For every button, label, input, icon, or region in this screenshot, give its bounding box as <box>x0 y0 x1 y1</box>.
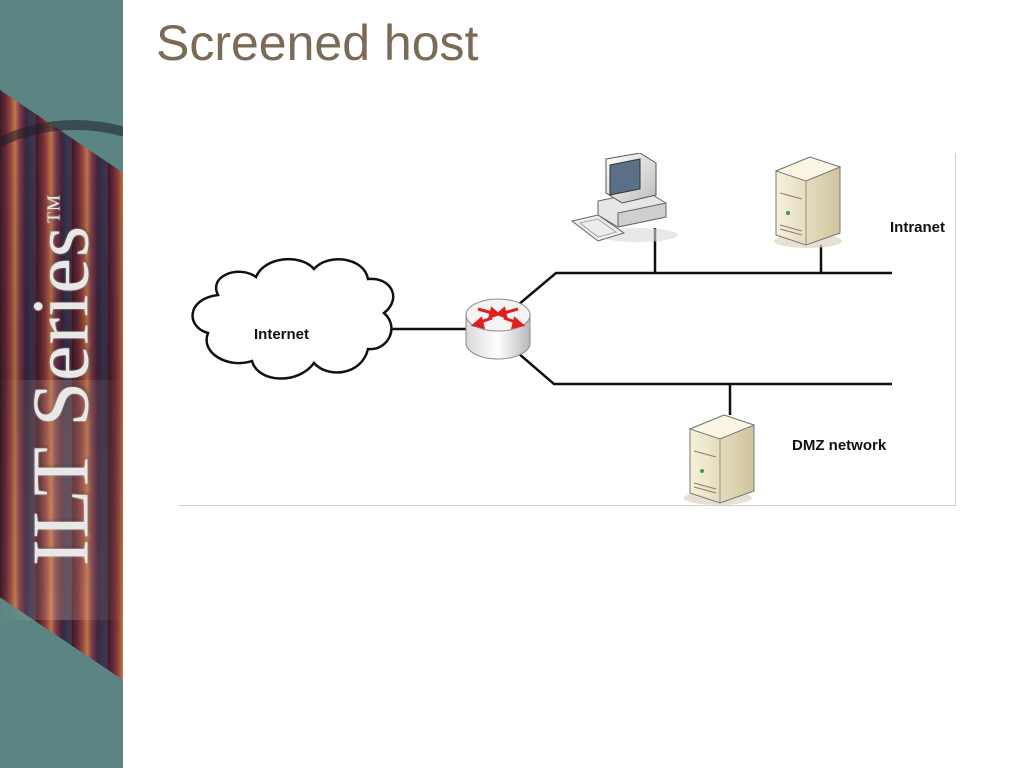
sidebar-glow <box>0 380 123 620</box>
diagram-border-right <box>955 153 956 506</box>
network-diagram: Internet <box>178 152 956 506</box>
router-icon <box>465 298 531 360</box>
intranet-label: Intranet <box>890 219 945 236</box>
decorative-sidebar: ILT SeriesTM <box>0 0 123 768</box>
sidebar-arc <box>0 120 123 260</box>
network-links <box>386 228 892 415</box>
link-router-intranet <box>517 271 892 306</box>
link-router-dmz <box>517 352 892 386</box>
brand-trademark: TM <box>43 193 64 223</box>
dmz-server-icon <box>684 414 756 505</box>
diagram-border-bottom <box>178 505 956 506</box>
page-title: Screened host <box>156 15 479 71</box>
cloud-icon <box>191 257 395 380</box>
internet-label: Internet <box>254 326 309 343</box>
server-icon <box>774 156 842 248</box>
dmz-network-label: DMZ network <box>792 437 887 454</box>
workstation-icon <box>570 152 678 242</box>
brand-text: ILT Series <box>17 224 106 567</box>
network-diagram-svg: Internet <box>191 152 945 505</box>
brand-logo: ILT SeriesTM <box>17 194 108 566</box>
